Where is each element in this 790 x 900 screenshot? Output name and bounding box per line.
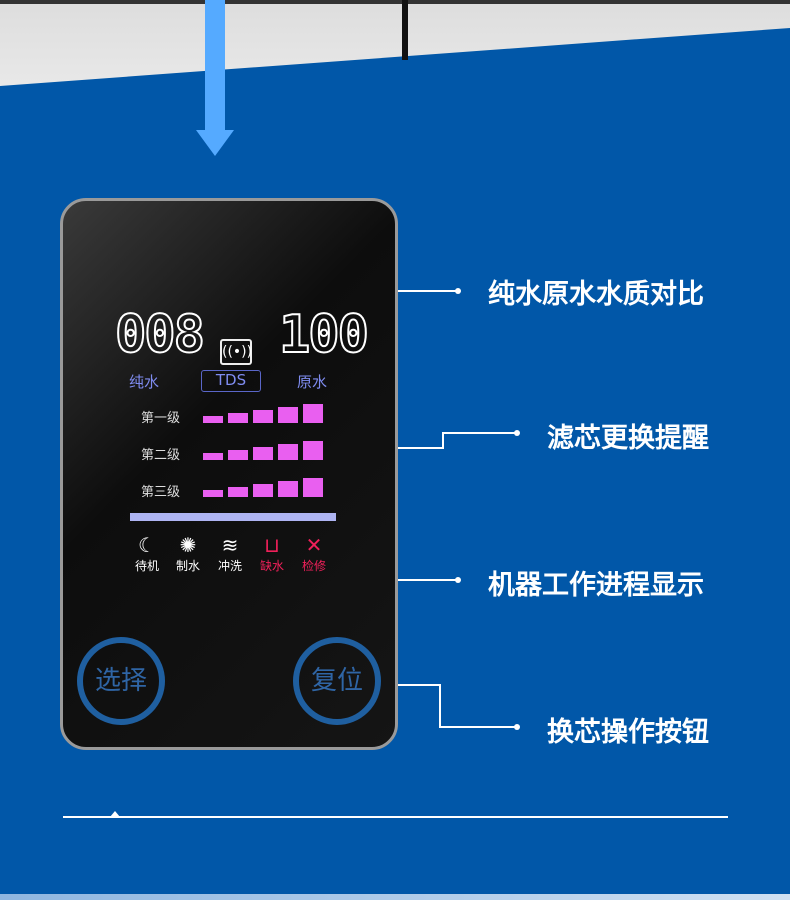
top-edge <box>0 0 790 4</box>
pure-tds-readout: 008 <box>114 305 206 365</box>
moon-icon: ☾ <box>138 533 156 557</box>
filter-2-label: 第二级 <box>141 448 181 463</box>
status-label: 制水 <box>175 559 200 573</box>
wrench-icon: ✕ <box>305 533 323 557</box>
callout-tds-compare: 纯水原水水质对比 <box>488 279 704 310</box>
divider-notch <box>110 811 120 817</box>
tank-icon: ⊔ <box>264 533 280 557</box>
status-flush: ≋ 冲洗 <box>212 533 248 574</box>
reset-button[interactable]: 复位 <box>293 637 381 725</box>
control-panel: 008 100 ((•)) 纯水 TDS 原水 第一级 第二级 第三级 ☾待机 … <box>60 198 398 750</box>
pure-label: 纯水 <box>129 373 160 391</box>
tds-label: TDS <box>201 370 261 392</box>
status-making: ✺ 制水 <box>170 533 206 574</box>
status-standby: ☾ 待机 <box>129 533 165 574</box>
status-label: 检修 <box>301 559 326 573</box>
arrow-shaft <box>205 0 225 132</box>
select-button[interactable]: 选择 <box>77 637 165 725</box>
status-label: 冲洗 <box>217 559 242 573</box>
device-seam <box>402 0 408 60</box>
wifi-icon: ((•)) <box>220 339 252 365</box>
filter-3-label: 第三级 <box>141 485 181 500</box>
divider-line <box>63 816 728 818</box>
status-repair: ✕ 检修 <box>296 533 332 574</box>
raw-label: 原水 <box>297 373 328 391</box>
bottom-strip <box>0 894 790 900</box>
status-no-water: ⊔ 缺水 <box>254 533 290 574</box>
progress-fill <box>130 513 336 521</box>
raw-tds-readout: 100 <box>278 305 370 365</box>
arrow-down-icon <box>196 130 234 156</box>
filter-2-bars <box>203 440 323 460</box>
callout-filter-reminder: 滤芯更换提醒 <box>547 423 709 454</box>
status-label: 缺水 <box>259 559 284 573</box>
process-progress-bar <box>130 513 336 521</box>
callout-process-display: 机器工作进程显示 <box>488 570 704 601</box>
status-label: 待机 <box>134 559 159 573</box>
filter-1-bars <box>203 403 323 423</box>
waves-icon: ≋ <box>221 533 239 557</box>
filter-1-label: 第一级 <box>141 411 181 426</box>
callout-buttons: 换芯操作按钮 <box>547 717 709 748</box>
sun-icon: ✺ <box>179 533 197 557</box>
filter-3-bars <box>203 477 323 497</box>
